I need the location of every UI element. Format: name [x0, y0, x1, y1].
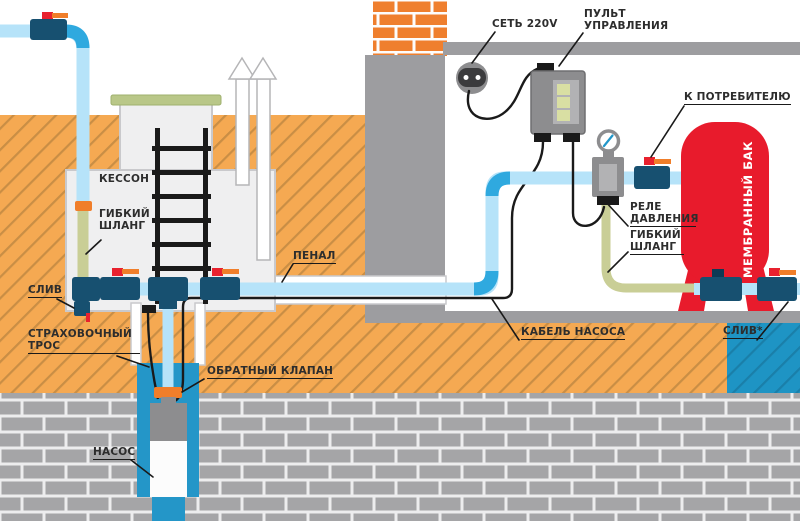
label-drain-right: СЛИВ*: [723, 325, 763, 340]
hose-coupling: [75, 201, 92, 211]
indicator-led: [557, 84, 570, 95]
ceiling-beam: [443, 42, 800, 55]
label-pump-cable: КАБЕЛЬ НАСОСА: [521, 326, 626, 341]
label-drain-left: СЛИВ: [28, 284, 63, 299]
valve-knob: [42, 12, 53, 20]
chimney: [373, 0, 447, 56]
basement-floor: [365, 311, 800, 323]
tank-valve-1: [700, 277, 742, 301]
label-flexible-hose-left: ГИБКИЙ ШЛАНГ: [99, 208, 150, 233]
vent-pipes: [227, 56, 278, 261]
power-outlet: [456, 62, 488, 94]
check-valve: [154, 387, 182, 398]
drain-pit: [727, 323, 800, 393]
control-panel: [530, 63, 586, 142]
pump-cable: [173, 140, 545, 403]
flexible-hose-right: [601, 203, 698, 293]
label-safety-rope: СТРАХОВОЧНЫЙ ТРОС: [28, 328, 140, 355]
pressure-relay: [571, 129, 624, 227]
label-pump: НАСОС: [93, 446, 136, 461]
label-flexible-hose-right: ГИБКИЙ ШЛАНГ: [630, 229, 684, 256]
consumer-valve: [634, 157, 671, 189]
rope-clamp: [142, 305, 156, 313]
basement-wall: [365, 55, 445, 311]
label-membrane-tank: МЕМБРАННЫЙ БАК: [741, 140, 755, 278]
elbow-fitting: [72, 277, 100, 301]
relay-cable: [571, 140, 606, 227]
caisson-fittings: [72, 268, 240, 322]
flexible-hose-left: [75, 201, 92, 282]
drain-valve-left: [74, 301, 90, 316]
indicator-led: [557, 97, 570, 108]
label-caisson: КЕССОН: [99, 173, 150, 185]
basement-piping: [446, 171, 682, 296]
submersible-pump: [150, 397, 187, 497]
power-cord: [466, 67, 539, 120]
surface-valve: [30, 12, 68, 40]
caisson-valve-1: [100, 277, 140, 300]
tank-valve-2: [757, 277, 797, 301]
tee-fitting: [148, 277, 188, 301]
label-control-panel: ПУЛЬТ УПРАВЛЕНИЯ: [584, 8, 669, 33]
indicator-led: [557, 110, 570, 121]
label-pressure-relay: РЕЛЕ ДАВЛЕНИЯ: [630, 201, 698, 228]
caisson-valve-2: [200, 277, 240, 300]
tank-bottom-piping: [694, 268, 800, 301]
label-to-consumer: К ПОТРЕБИТЕЛЮ: [684, 91, 791, 106]
label-power: СЕТЬ 220V: [492, 18, 558, 30]
under-floor-soil: [365, 323, 800, 393]
label-conduit: ПЕНАЛ: [293, 250, 336, 265]
valve-handle: [52, 13, 68, 18]
rock-layer: [0, 393, 800, 521]
leader-lines: [56, 31, 789, 478]
label-check-valve: ОБРАТНЫЙ КЛАПАН: [207, 365, 334, 380]
